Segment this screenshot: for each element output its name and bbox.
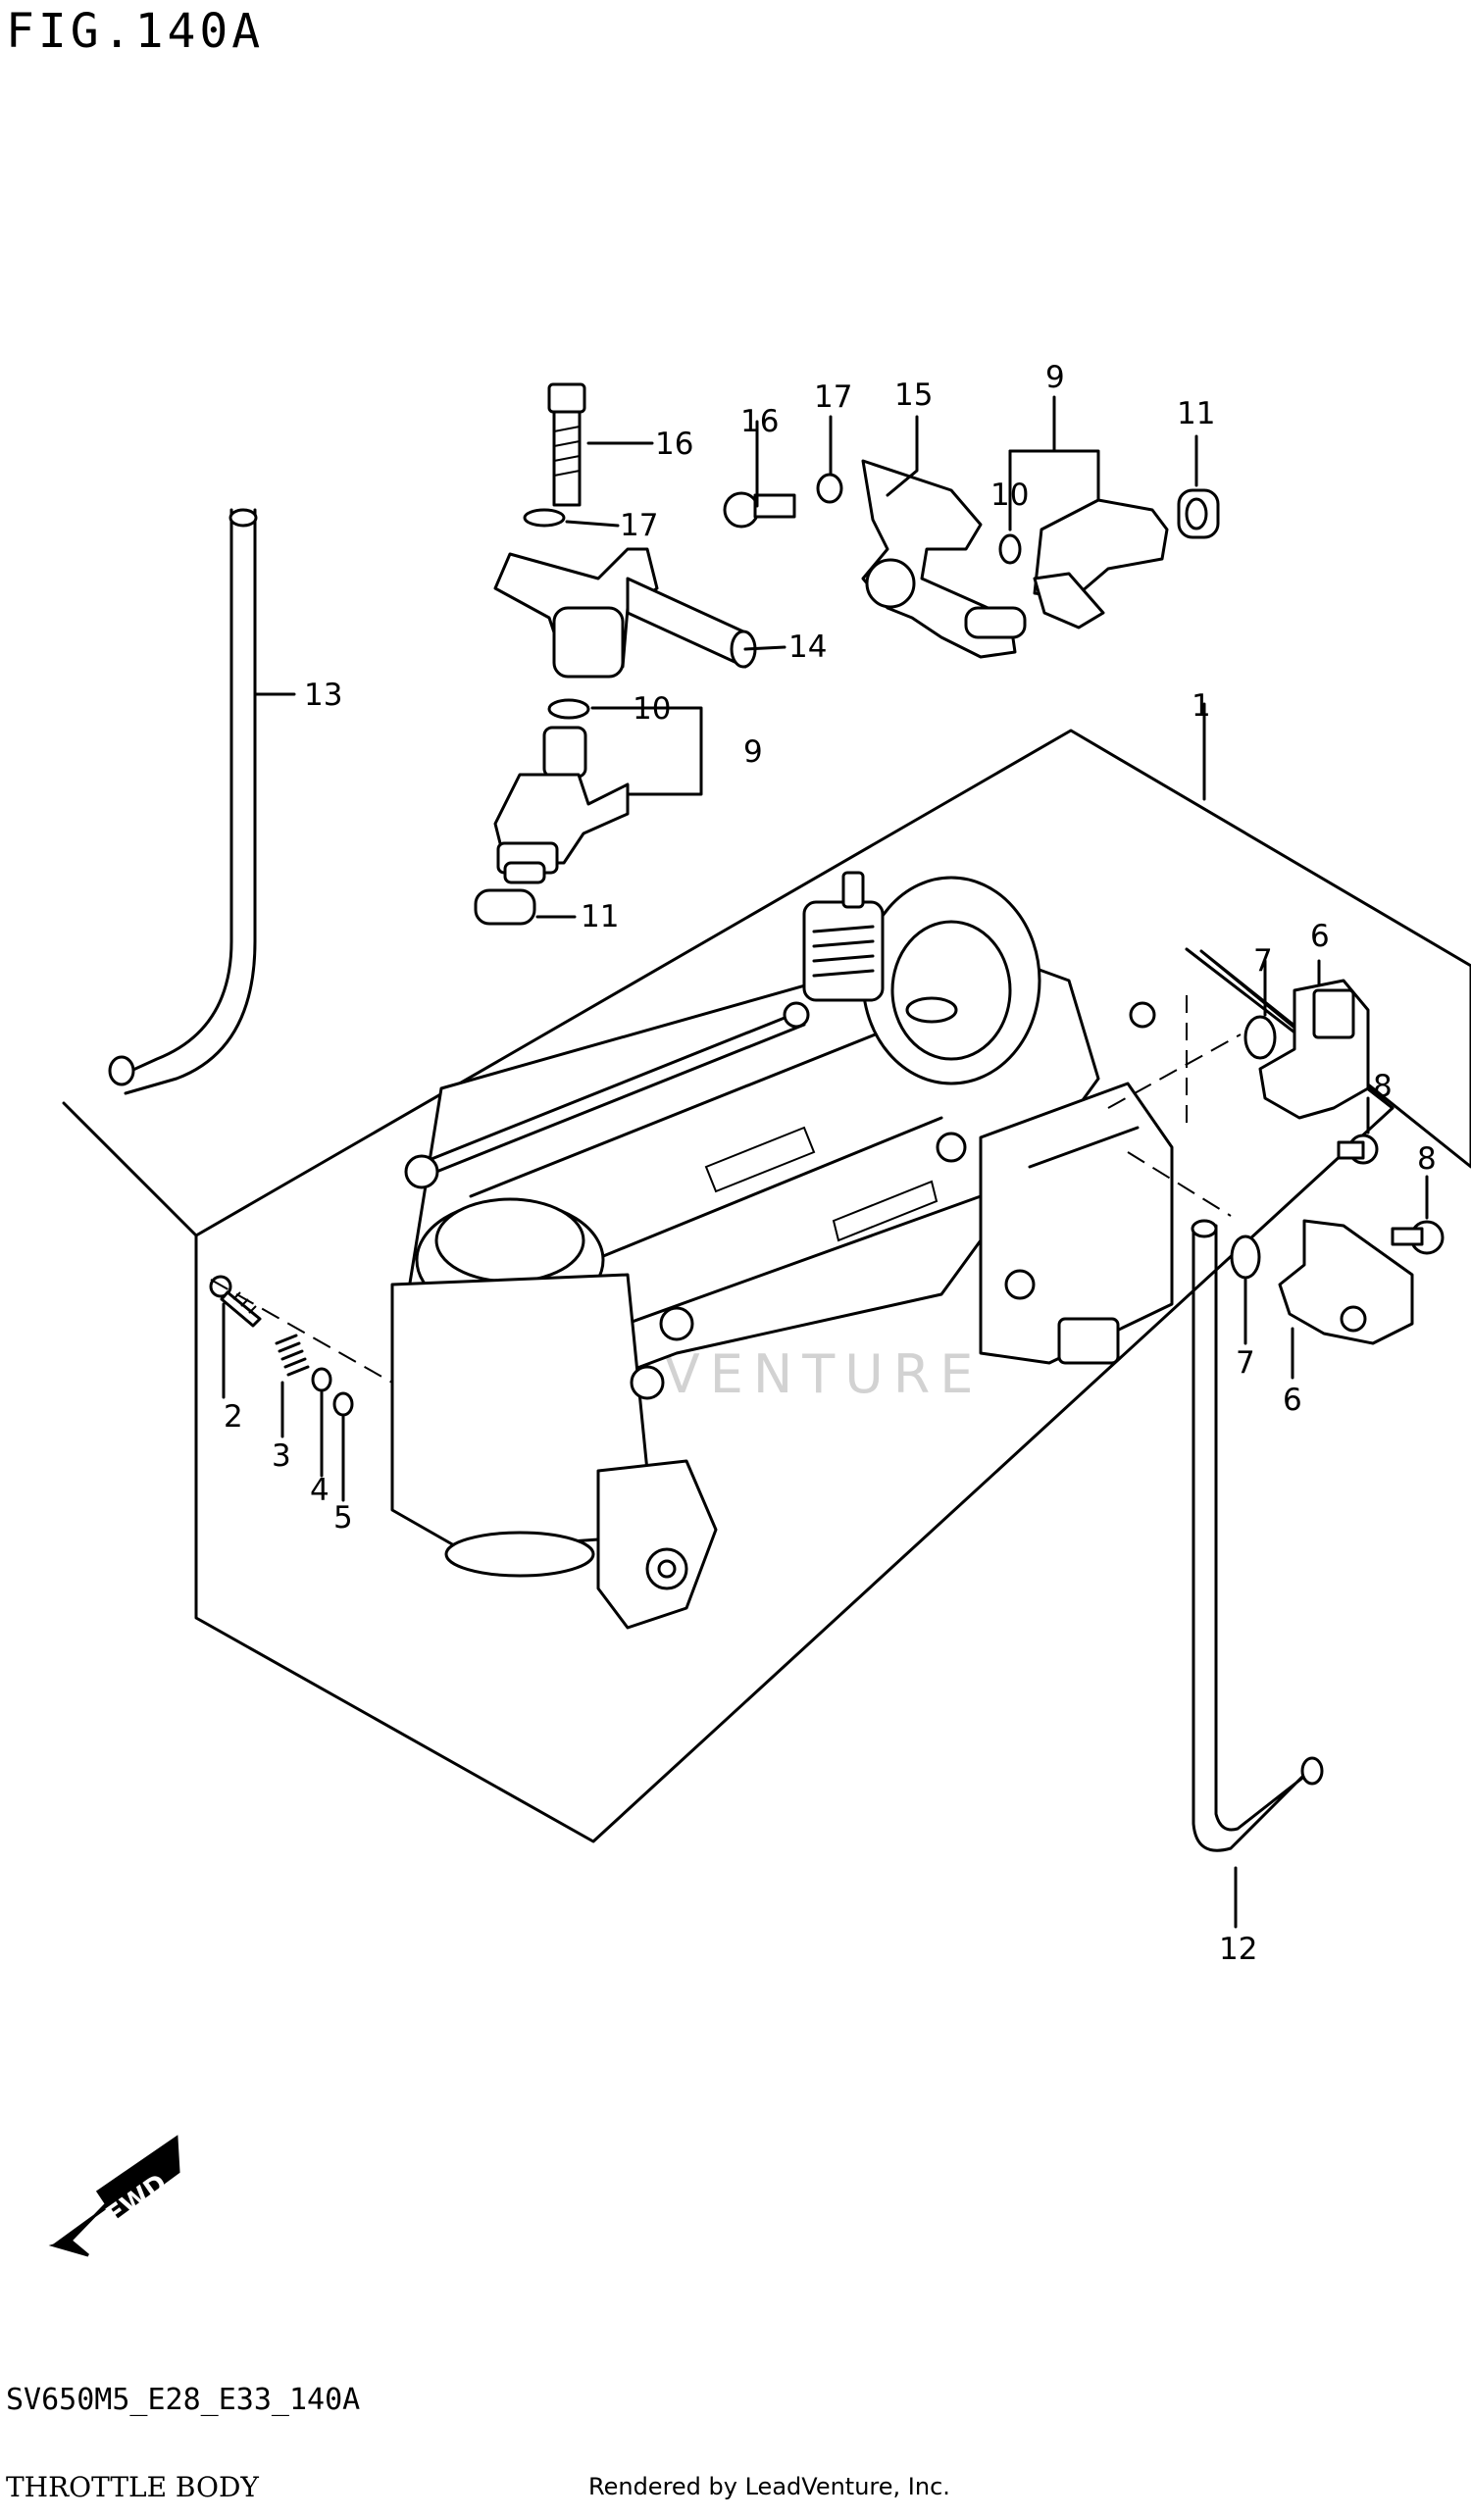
sensor-6-bottom [1278,1219,1414,1345]
injector-9-left [493,726,630,884]
callout-13: 13 [304,678,342,713]
callout-10-right: 10 [990,478,1029,513]
o-ring-7-top [1243,1015,1277,1060]
render-credit: Rendered by LeadVenture, Inc. [588,2473,950,2500]
cap-11-left [474,888,536,926]
callout-6-bottom: 6 [1283,1383,1302,1418]
figure-label: FIG.140A [6,4,265,59]
delivery-pipe-15 [861,459,1027,659]
delivery-pipe-14 [493,547,757,679]
leader-lines [210,395,1429,1929]
callout-6-top: 6 [1310,919,1330,954]
callout-1: 1 [1192,688,1211,724]
hose-12-end-top [1191,1219,1218,1238]
washer-17-left [523,508,566,528]
hose-13 [112,508,257,1095]
bolt-16-left [547,382,586,507]
callout-17-left: 17 [620,508,658,543]
callout-16-top: 16 [740,404,779,439]
bolt-16-top [723,491,796,529]
callout-9-right: 9 [1045,360,1065,395]
o-ring-10-left [547,698,590,720]
spring-3 [275,1334,310,1377]
washer-17-top [816,473,843,504]
section-name: THROTTLE BODY [6,2471,259,2503]
callout-11-right: 11 [1177,396,1215,431]
model-code: SV650M5_E28_E33_140A [6,2383,361,2417]
o-ring-10-right [998,533,1022,565]
hose-13-end-bottom [108,1055,135,1086]
injector-9-right [1033,498,1169,630]
throttle-body-assembly [390,871,1174,1630]
hose-12-end-bottom [1300,1756,1324,1786]
fwd-arrow-icon: FWD [48,2135,180,2257]
hose-12 [1192,1224,1321,1852]
callout-2: 2 [224,1399,243,1435]
washer-4 [311,1367,332,1392]
hose-13-end-top [228,508,258,528]
screw-8-top [1337,1134,1379,1165]
screw-8-right [1391,1220,1445,1255]
callout-8-top: 8 [1373,1069,1393,1104]
cap-11-right [1177,488,1220,539]
callout-12: 12 [1219,1932,1257,1967]
callout-4: 4 [310,1473,330,1508]
callout-7-top: 7 [1253,943,1273,979]
washer-5 [332,1391,354,1417]
callout-7-bottom: 7 [1236,1345,1255,1381]
sensor-6-top [1258,979,1370,1120]
callout-15: 15 [894,378,933,413]
callout-17-top: 17 [814,379,852,415]
callout-16-left: 16 [655,427,693,462]
callout-10-left: 10 [633,691,671,727]
callout-14: 14 [788,630,827,665]
callout-9-left: 9 [743,734,763,770]
callout-8-right: 8 [1417,1141,1437,1177]
o-ring-7-bottom [1230,1235,1261,1280]
callout-11-left: 11 [581,899,619,934]
callout-3: 3 [272,1438,291,1474]
callout-5: 5 [333,1500,353,1536]
screw-2 [209,1275,262,1328]
